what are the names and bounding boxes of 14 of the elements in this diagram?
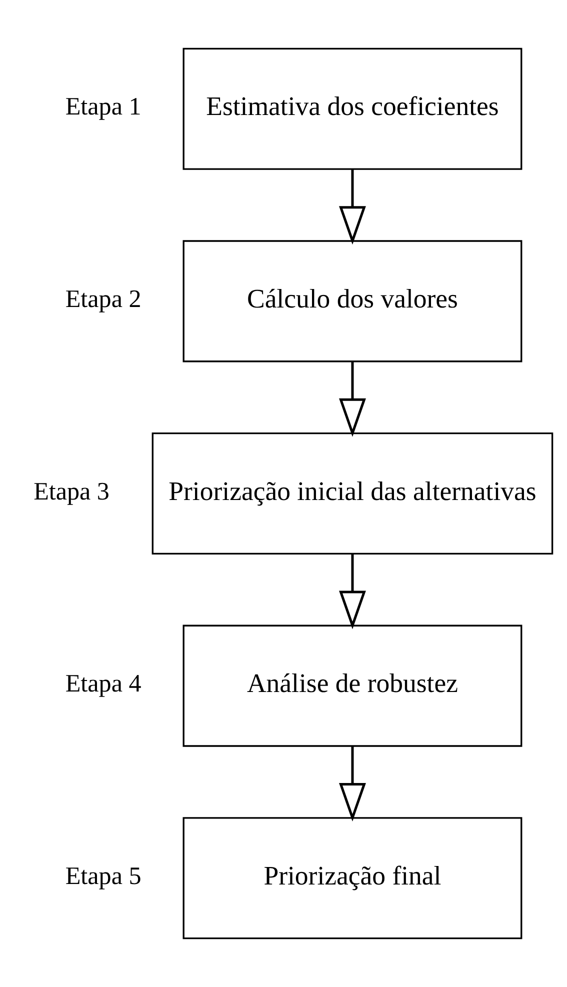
- node-label: Etapa 3: [34, 478, 110, 506]
- node-box: Priorização final: [182, 817, 522, 940]
- node-label: Etapa 2: [65, 286, 142, 314]
- node-box: Priorização inicial das alternativas: [152, 432, 554, 555]
- node-box: Cálculo dos valores: [182, 240, 522, 362]
- node-label: Etapa 1: [65, 94, 142, 121]
- node-label: Etapa 4: [65, 670, 142, 698]
- node-box: Estimativa dos coeficientes: [182, 48, 522, 170]
- arrow: [339, 362, 366, 437]
- arrow: [339, 746, 366, 822]
- arrow: [339, 169, 366, 245]
- arrow: [339, 554, 366, 630]
- node-label: Etapa 5: [65, 862, 142, 890]
- node-box: Análise de robustez: [182, 624, 522, 747]
